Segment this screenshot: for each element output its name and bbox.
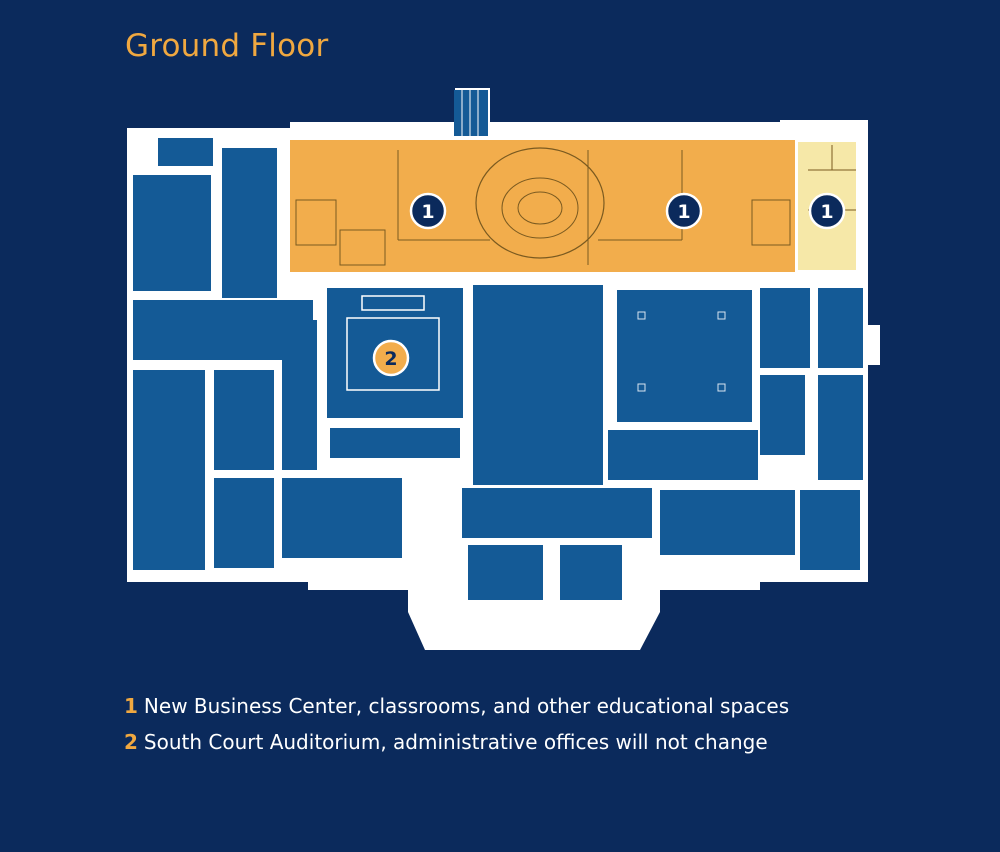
marker-1-east: 1 xyxy=(665,192,703,230)
svg-text:1: 1 xyxy=(677,201,690,223)
marker-1-west: 1 xyxy=(409,192,447,230)
svg-text:2: 2 xyxy=(384,348,397,370)
auditorium-outline xyxy=(346,295,440,391)
legend-number: 2 xyxy=(124,730,138,754)
svg-text:1: 1 xyxy=(820,201,833,223)
new-business-center-area xyxy=(290,140,856,272)
marker-1-far-east: 1 xyxy=(808,192,846,230)
legend-number: 1 xyxy=(124,694,138,718)
legend-text: New Business Center, classrooms, and oth… xyxy=(143,694,790,718)
marker-2-auditorium: 2 xyxy=(372,339,410,377)
column-markers xyxy=(637,311,726,392)
north-entrance xyxy=(454,90,488,136)
legend-text: South Court Auditorium, administrative o… xyxy=(143,730,768,754)
map-title: Ground Floor xyxy=(125,28,329,64)
svg-text:1: 1 xyxy=(421,201,434,223)
